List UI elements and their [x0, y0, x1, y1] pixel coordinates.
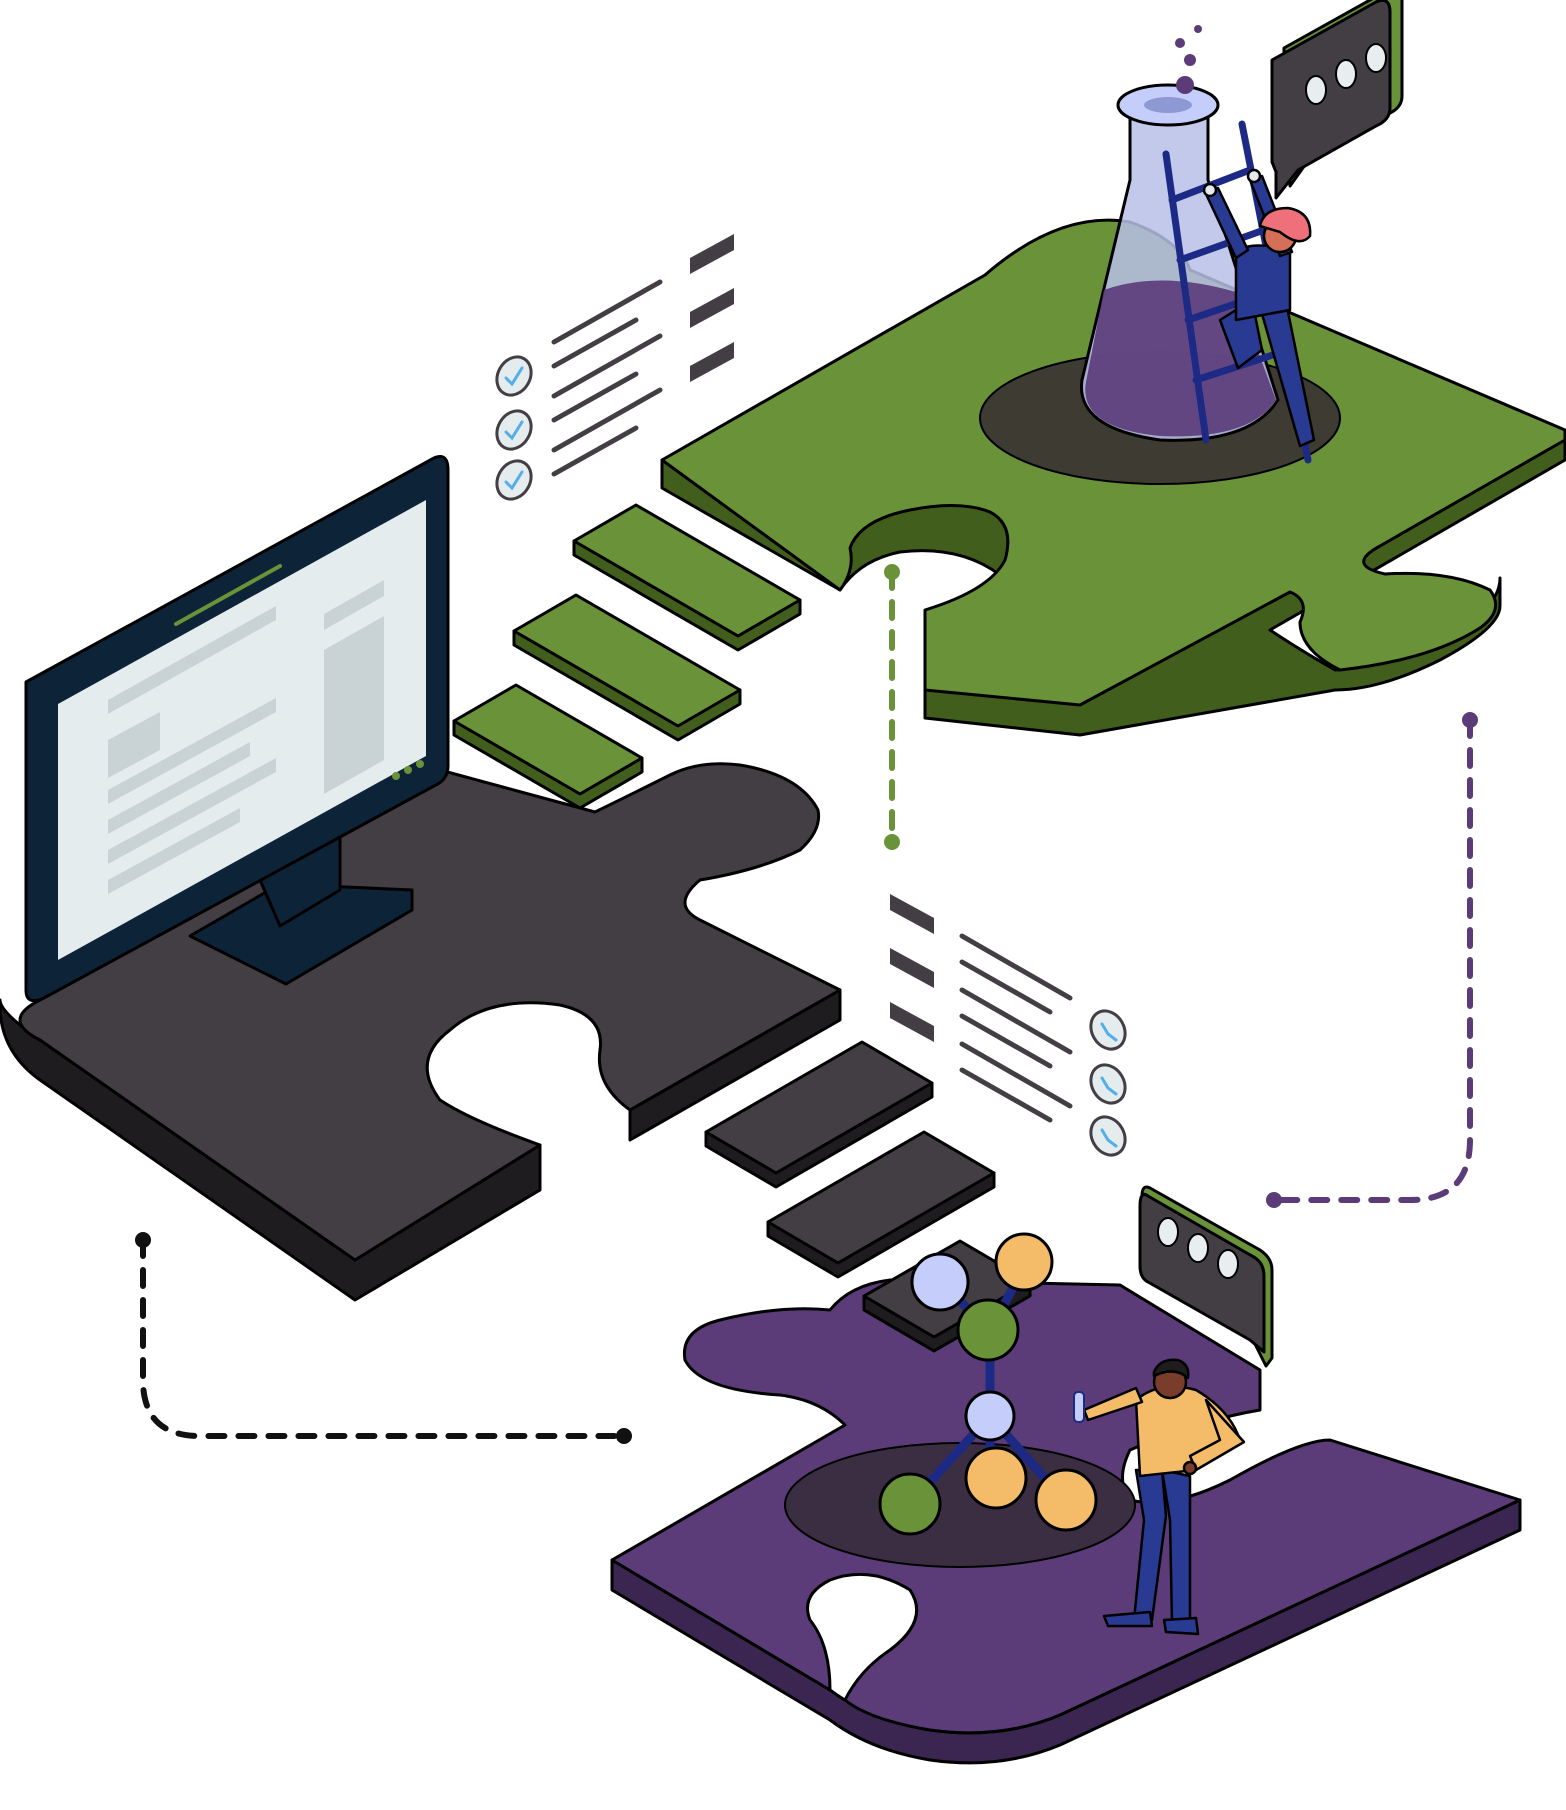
- checkmark-icon: [495, 355, 533, 501]
- scientist-shoe: [1102, 1610, 1154, 1628]
- monitor-screen-highlight: [174, 564, 282, 626]
- connector-dot: [884, 834, 900, 850]
- connector-dot: [1462, 712, 1478, 728]
- checklist-middle: [890, 894, 1127, 1157]
- green-tile-top: [452, 683, 644, 796]
- list-tag: [890, 1002, 934, 1042]
- connector-dot: [135, 1232, 151, 1248]
- person-icon: [1073, 1358, 1246, 1636]
- green-tile-top: [572, 503, 802, 638]
- dark-tile-top: [704, 1040, 934, 1175]
- purple-dashed-connector: [1271, 717, 1473, 1203]
- black-dashed-connector: [140, 1237, 627, 1439]
- molecule-icon: [878, 1232, 1098, 1536]
- atom: [910, 1252, 970, 1312]
- lab-flask-piece: [660, 218, 1566, 737]
- list-tag: [690, 288, 734, 328]
- monitor-icon: [24, 455, 450, 1003]
- connector-dot: [616, 1428, 632, 1444]
- scientist-shoe: [1162, 1616, 1200, 1636]
- monitor-screen-content: [108, 580, 384, 894]
- climber-hair: [1258, 206, 1312, 243]
- green-connector-tiles: [452, 503, 802, 810]
- scientist-hair: [1152, 1358, 1190, 1380]
- person-icon: [1202, 168, 1316, 448]
- atom: [956, 1298, 1020, 1362]
- monitor-buttons: [392, 760, 424, 780]
- connector-dot: [1266, 1192, 1282, 1208]
- atom: [878, 1472, 942, 1536]
- green-tile-top: [512, 593, 742, 728]
- climber-hand: [1202, 182, 1218, 198]
- atom: [994, 1232, 1054, 1292]
- dark-tile-top: [766, 1130, 996, 1265]
- atom: [964, 1390, 1016, 1442]
- charcoal-piece-side: [0, 998, 542, 1302]
- computer-piece: [0, 762, 842, 1302]
- flask-bubbles: [1175, 25, 1202, 94]
- list-tag: [690, 342, 734, 382]
- scientist-hand: [1182, 1460, 1198, 1476]
- climber-arm: [1204, 186, 1250, 260]
- atom: [1034, 1468, 1098, 1532]
- atom: [964, 1446, 1028, 1510]
- list-tag: [890, 948, 934, 988]
- climber-hand: [1246, 168, 1262, 184]
- test-tube: [1073, 1391, 1085, 1423]
- connector-dot: [884, 564, 900, 580]
- charcoal-piece-top: [18, 762, 842, 1262]
- list-tag: [890, 894, 934, 934]
- checklist-top: [495, 234, 734, 501]
- chat-bubble-icon: [1270, 0, 1404, 200]
- connector-lines: [135, 564, 1478, 1444]
- chat-bubble-icon: [1138, 1185, 1274, 1368]
